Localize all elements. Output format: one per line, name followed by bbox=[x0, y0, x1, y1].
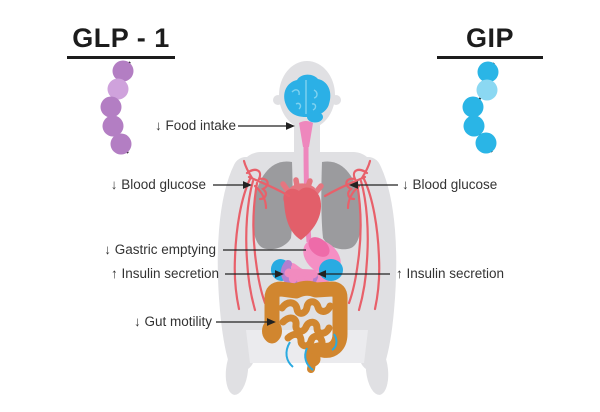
gip-molecule bbox=[462, 61, 499, 154]
glp1-molecule bbox=[100, 60, 134, 155]
cerebellum bbox=[307, 111, 323, 123]
gip-title: GIP bbox=[414, 23, 566, 60]
glp1-title-text: GLP - 1 bbox=[72, 23, 170, 53]
label-insulin-secretion-left: ↑ Insulin secretion bbox=[110, 266, 219, 281]
label-blood-glucose-left: ↓ Blood glucose bbox=[110, 177, 206, 192]
label-insulin-secretion-right: ↑ Insulin secretion bbox=[396, 266, 505, 281]
mesenteric-vessels bbox=[285, 333, 338, 371]
gip-bead bbox=[477, 61, 499, 83]
gip-bead bbox=[462, 96, 484, 118]
gip-bead bbox=[475, 132, 497, 154]
ear-left bbox=[273, 95, 283, 105]
arm-right bbox=[355, 157, 397, 371]
heart bbox=[280, 177, 324, 240]
glp1-bead bbox=[100, 96, 122, 118]
glp1-bead bbox=[107, 78, 129, 100]
label-food-intake: ↓ Food intake bbox=[154, 118, 236, 133]
rectum bbox=[307, 353, 317, 373]
brain bbox=[284, 74, 331, 123]
ear-right bbox=[331, 95, 341, 105]
glp1-bead bbox=[110, 133, 132, 155]
arm-left bbox=[217, 157, 259, 371]
intestines bbox=[262, 280, 348, 373]
gip-bead bbox=[463, 115, 485, 137]
blood-vessels bbox=[233, 159, 381, 312]
heart-body bbox=[283, 187, 322, 240]
gip-title-text: GIP bbox=[465, 23, 514, 53]
gip-bead bbox=[476, 79, 498, 101]
gip-title-underline bbox=[437, 56, 543, 60]
label-gastric-emptying: ↓ Gastric emptying bbox=[104, 242, 216, 257]
hand-left bbox=[225, 345, 249, 395]
glp1-bead bbox=[102, 115, 124, 137]
colon bbox=[264, 280, 348, 367]
brain-sulci bbox=[291, 80, 318, 114]
glp1-title-underline bbox=[67, 56, 175, 60]
small-intestine bbox=[278, 298, 334, 350]
glp1-title: GLP - 1 bbox=[46, 23, 196, 60]
label-blood-glucose-right: ↓ Blood glucose bbox=[402, 177, 498, 192]
hand-right bbox=[365, 345, 389, 395]
stomach-fundus bbox=[308, 237, 330, 257]
glp1-bead bbox=[112, 60, 134, 82]
label-gut-motility: ↓ Gut motility bbox=[133, 314, 212, 329]
